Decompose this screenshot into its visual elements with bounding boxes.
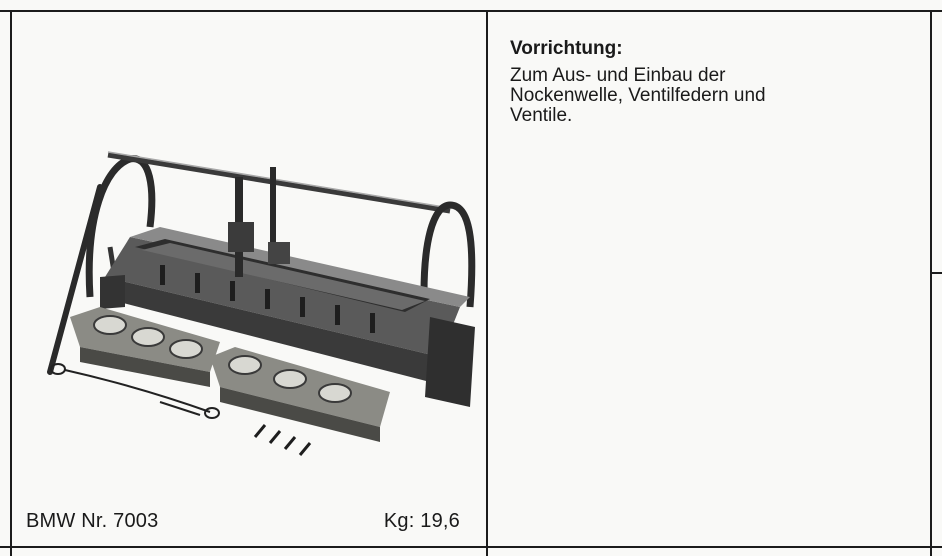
part-number: BMW Nr. 7003	[26, 510, 159, 532]
tool-photo-cell: BMW Nr. 7003 Kg: 19,6	[12, 12, 485, 546]
adjacent-cell-divider	[932, 272, 942, 274]
table-bottom-border	[0, 546, 942, 548]
tool-heading: Vorrichtung:	[510, 38, 623, 59]
tool-description: Zum Aus- und Einbau der Nockenwelle, Ven…	[510, 65, 766, 126]
weight-label: Kg: 19,6	[383, 510, 460, 532]
tool-photo	[47, 151, 476, 456]
table-right-border	[930, 10, 932, 556]
table-left-border	[10, 10, 12, 556]
tool-description-cell: Vorrichtung: Zum Aus- und Einbau der Noc…	[490, 12, 930, 546]
table-top-border	[0, 10, 942, 12]
table-column-divider	[486, 10, 488, 556]
